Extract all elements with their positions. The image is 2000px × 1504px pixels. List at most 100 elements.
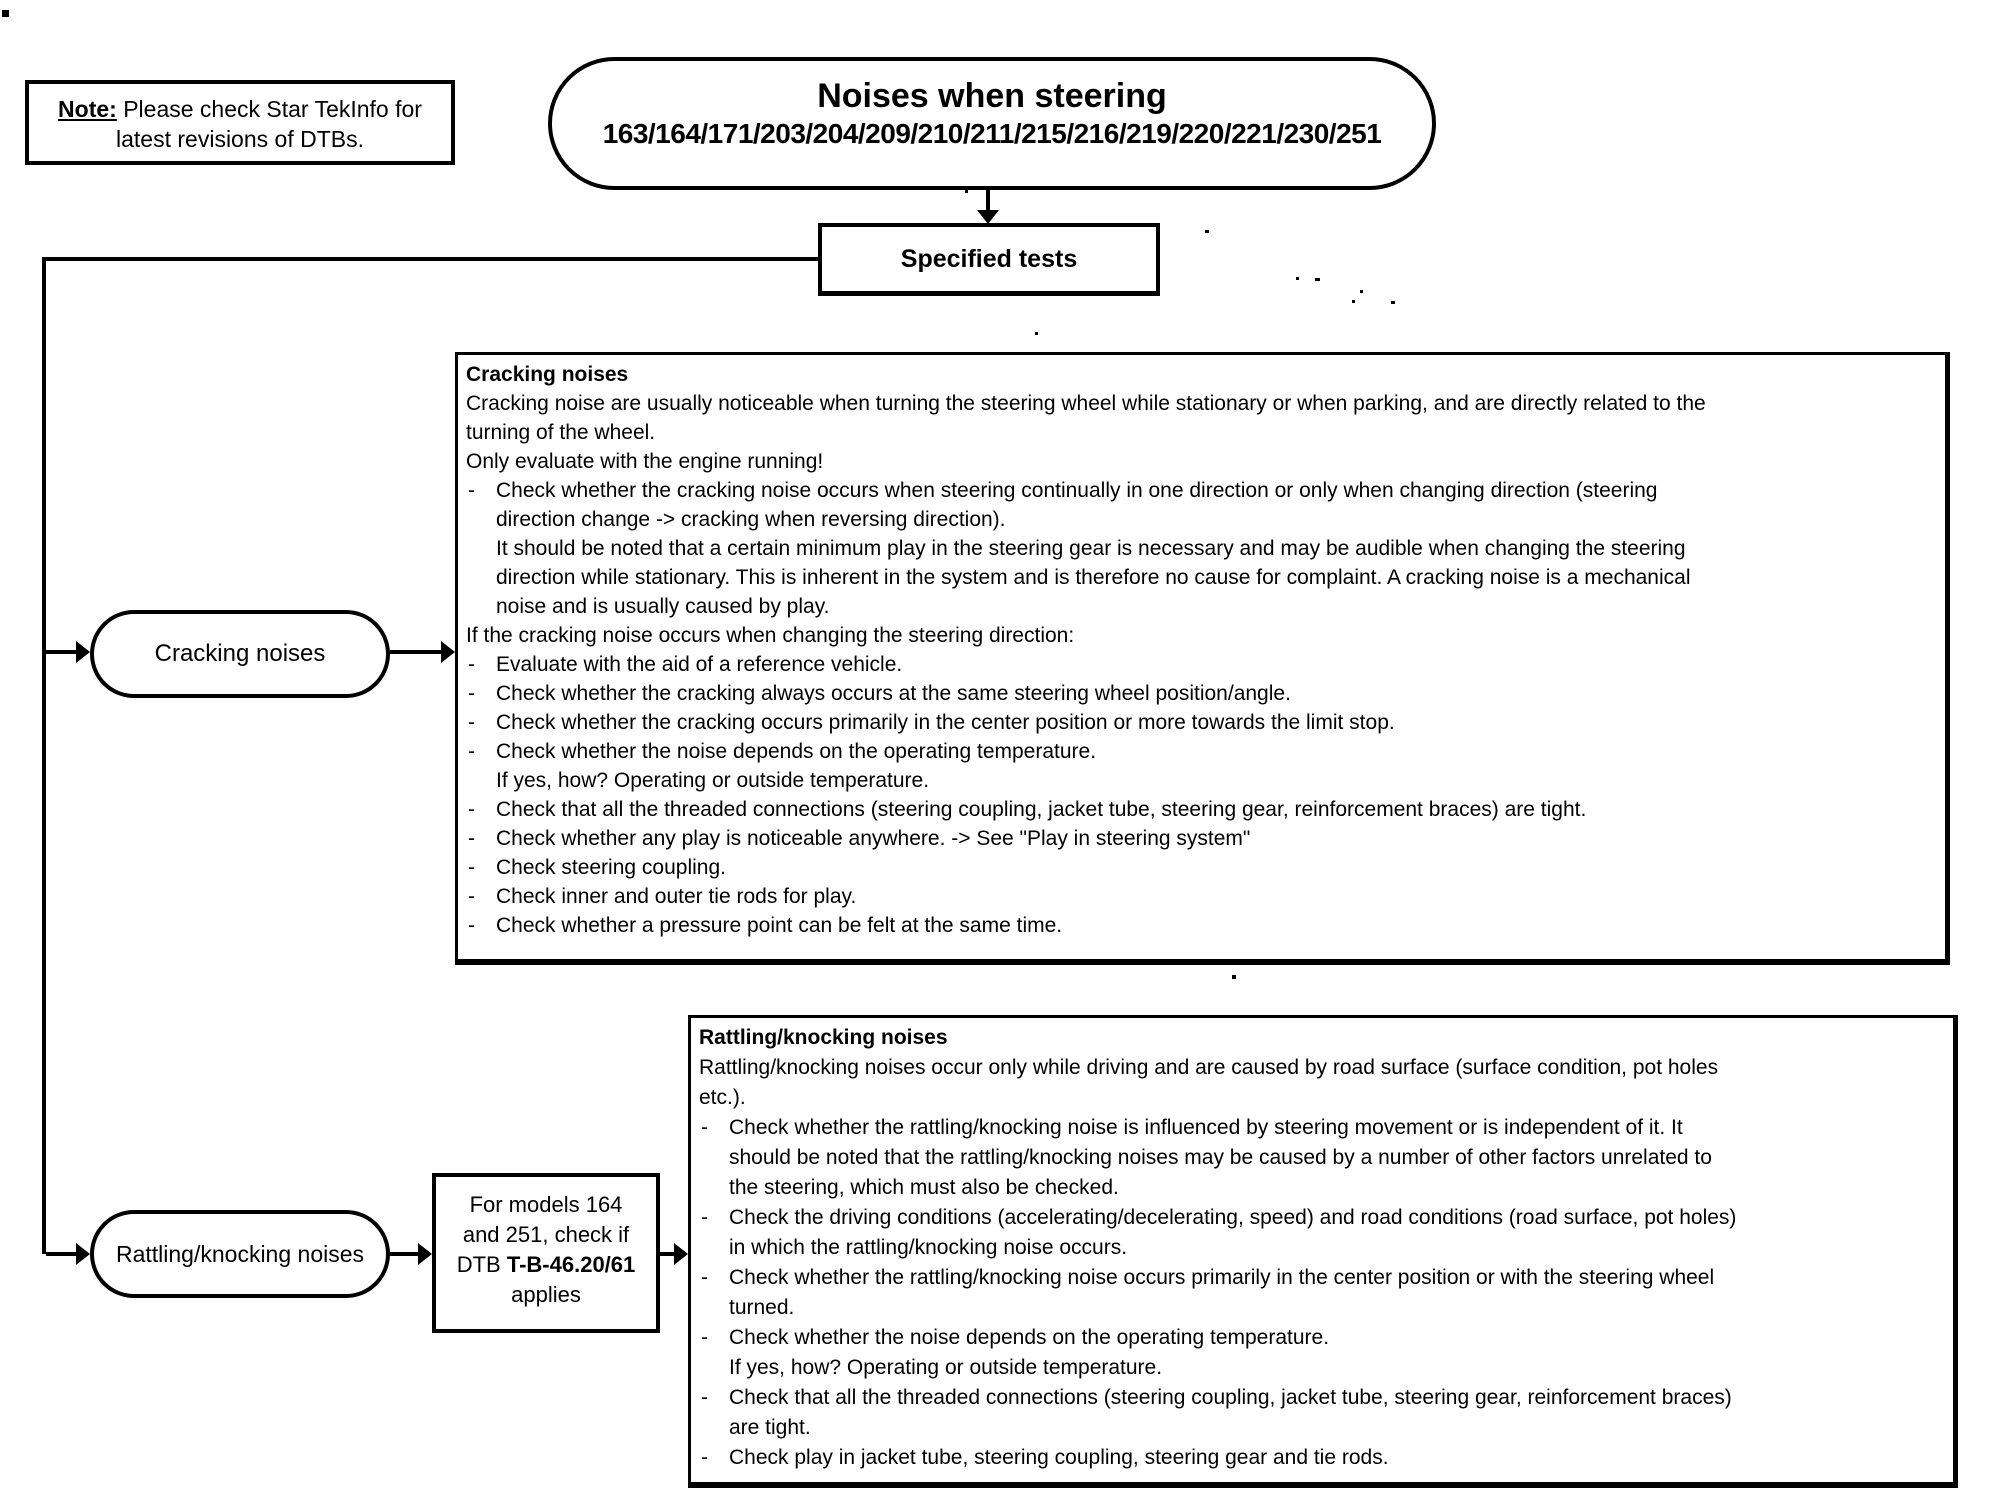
- bullet-text: Check whether a pressure point can be fe…: [496, 914, 1063, 937]
- note-line2: latest revisions of DTBs.: [116, 126, 364, 152]
- bullet-marker: -: [701, 1386, 708, 1409]
- arrowhead-right-icon: [418, 1243, 432, 1265]
- scan-speck: [1360, 290, 1363, 293]
- bullet-marker: -: [701, 1266, 708, 1289]
- text-line: direction change -> cracking when revers…: [496, 508, 1006, 531]
- scan-speck: [1391, 301, 1395, 304]
- text-line: If the cracking noise occurs when changi…: [466, 624, 1075, 647]
- bullet-text: Evaluate with the aid of a reference veh…: [496, 653, 903, 676]
- arrowhead-right-icon: [76, 641, 90, 663]
- bullet-marker: -: [701, 1206, 708, 1229]
- text-line: in which the rattling/knocking noise occ…: [729, 1236, 1128, 1259]
- arrowhead-right-icon: [674, 1243, 688, 1265]
- scan-speck: [1296, 277, 1299, 280]
- text-line: the steering, which must also be checked…: [729, 1176, 1119, 1199]
- bullet-marker: -: [701, 1326, 708, 1349]
- text-line: -Check whether the cracking noise occurs…: [466, 476, 1937, 505]
- page-title: Noises when steering: [817, 77, 1167, 115]
- text-line: -Evaluate with the aid of a reference ve…: [466, 650, 1937, 679]
- scan-speck: [2, 10, 9, 17]
- bullet-text: Check whether the cracking noise occurs …: [496, 479, 1658, 502]
- bullet-marker: -: [468, 856, 475, 879]
- bullet-marker: -: [468, 479, 475, 502]
- text-line: Rattling/knocking noises occur only whil…: [699, 1056, 1719, 1079]
- text-line: noise and is usually caused by play.: [496, 595, 830, 618]
- text-line: turning of the wheel.: [466, 421, 656, 444]
- text-line: Cracking noise are usually noticeable wh…: [466, 392, 1706, 415]
- connector-title-to-tests: [986, 190, 990, 212]
- scan-speck: [1232, 975, 1236, 979]
- text-line: -Check whether the cracking always occur…: [466, 679, 1937, 708]
- dtb-line4: applies: [511, 1282, 581, 1307]
- arrowhead-right-icon: [76, 1243, 90, 1265]
- text-line: Only evaluate with the engine running!: [466, 450, 824, 473]
- bullet-text: Check whether the cracking occurs primar…: [496, 711, 1395, 734]
- bullet-text: Check whether the noise depends on the o…: [729, 1326, 1330, 1349]
- bullet-marker: -: [468, 798, 475, 821]
- text-line: If yes, how? Operating or outside temper…: [729, 1356, 1163, 1379]
- text-line: It should be noted that a certain minimu…: [496, 537, 1686, 560]
- bullet-marker: -: [468, 827, 475, 850]
- text-line: Rattling/knocking noises: [699, 1026, 948, 1049]
- bullet-marker: -: [468, 740, 475, 763]
- note-label: Note:: [58, 96, 117, 122]
- text-line: are tight.: [729, 1416, 811, 1439]
- text-line: -Check steering coupling.: [466, 853, 1937, 882]
- bullet-text: Check whether the rattling/knocking nois…: [729, 1116, 1683, 1139]
- arrowhead-down-icon: [977, 210, 999, 224]
- bullet-text: Check that all the threaded connections …: [496, 798, 1587, 821]
- text-line: -Check play in jacket tube, steering cou…: [699, 1443, 1945, 1473]
- bullet-marker: -: [701, 1116, 708, 1139]
- bullet-text: Check whether the cracking always occurs…: [496, 682, 1291, 705]
- title-node: Noises when steering 163/164/171/203/204…: [548, 57, 1436, 190]
- scan-speck: [1352, 300, 1355, 303]
- bullet-text: Check play in jacket tube, steering coup…: [729, 1446, 1389, 1469]
- text-line: -Check that all the threaded connections…: [466, 795, 1937, 824]
- bullet-marker: -: [468, 711, 475, 734]
- note-line1-text: Please check Star TekInfo for: [116, 96, 422, 122]
- dtb-number: T-B-46.20/61: [506, 1252, 636, 1277]
- dtb-check-node: For models 164 and 251, check if DTB T-B…: [432, 1173, 660, 1333]
- bullet-marker: -: [468, 682, 475, 705]
- cracking-noises-label: Cracking noises: [154, 640, 326, 667]
- dtb-line3: DTB T-B-46.20/61: [436, 1250, 656, 1280]
- bullet-marker: -: [468, 653, 475, 676]
- bullet-text: Check whether the noise depends on the o…: [496, 740, 1097, 763]
- bullet-text: Check inner and outer tie rods for play.: [496, 885, 857, 908]
- connector-cracking-to-panel: [390, 650, 441, 654]
- dtb-line2: and 251, check if: [462, 1222, 630, 1247]
- text-line: Cracking noises: [466, 363, 629, 386]
- scan-speck: [965, 190, 968, 193]
- connector-trunk-top: [42, 257, 818, 261]
- text-line: -Check whether the rattling/knocking noi…: [699, 1113, 1945, 1143]
- text-line: direction while stationary. This is inhe…: [496, 566, 1691, 589]
- scan-speck: [1035, 332, 1038, 335]
- bullet-text: Check that all the threaded connections …: [729, 1386, 1732, 1409]
- bullet-text: Check whether any play is noticeable any…: [496, 827, 1251, 850]
- bullet-marker: -: [701, 1446, 708, 1469]
- bullet-marker: -: [468, 885, 475, 908]
- specified-tests-label: Specified tests: [900, 244, 1078, 273]
- connector-to-rattling: [46, 1252, 76, 1256]
- text-line: -Check whether the rattling/knocking noi…: [699, 1263, 1945, 1293]
- note-line1: Note: Please check Star TekInfo for: [29, 94, 451, 124]
- connector-to-cracking: [46, 650, 76, 654]
- title-model-numbers: 163/164/171/203/204/209/210/211/215/216/…: [602, 118, 1382, 149]
- text-line: If yes, how? Operating or outside temper…: [496, 769, 930, 792]
- text-line: should be noted that the rattling/knocki…: [729, 1146, 1712, 1169]
- cracking-noises-node: Cracking noises: [90, 610, 390, 698]
- note-box: Note: Please check Star TekInfo for late…: [25, 80, 455, 165]
- bullet-text: Check steering coupling.: [496, 856, 726, 879]
- text-line: -Check whether a pressure point can be f…: [466, 911, 1937, 940]
- bullet-text: Check whether the rattling/knocking nois…: [729, 1266, 1715, 1289]
- rattling-knocking-noises-label: Rattling/knocking noises: [115, 1240, 365, 1267]
- bullet-marker: -: [468, 914, 475, 937]
- text-line: -Check inner and outer tie rods for play…: [466, 882, 1937, 911]
- text-line: -Check whether the cracking occurs prima…: [466, 708, 1937, 737]
- dtb-line1: For models 164: [469, 1192, 623, 1217]
- text-line: -Check that all the threaded connections…: [699, 1383, 1945, 1413]
- text-line: -Check the driving conditions (accelerat…: [699, 1203, 1945, 1233]
- bullet-text: Check the driving conditions (accelerati…: [729, 1206, 1737, 1229]
